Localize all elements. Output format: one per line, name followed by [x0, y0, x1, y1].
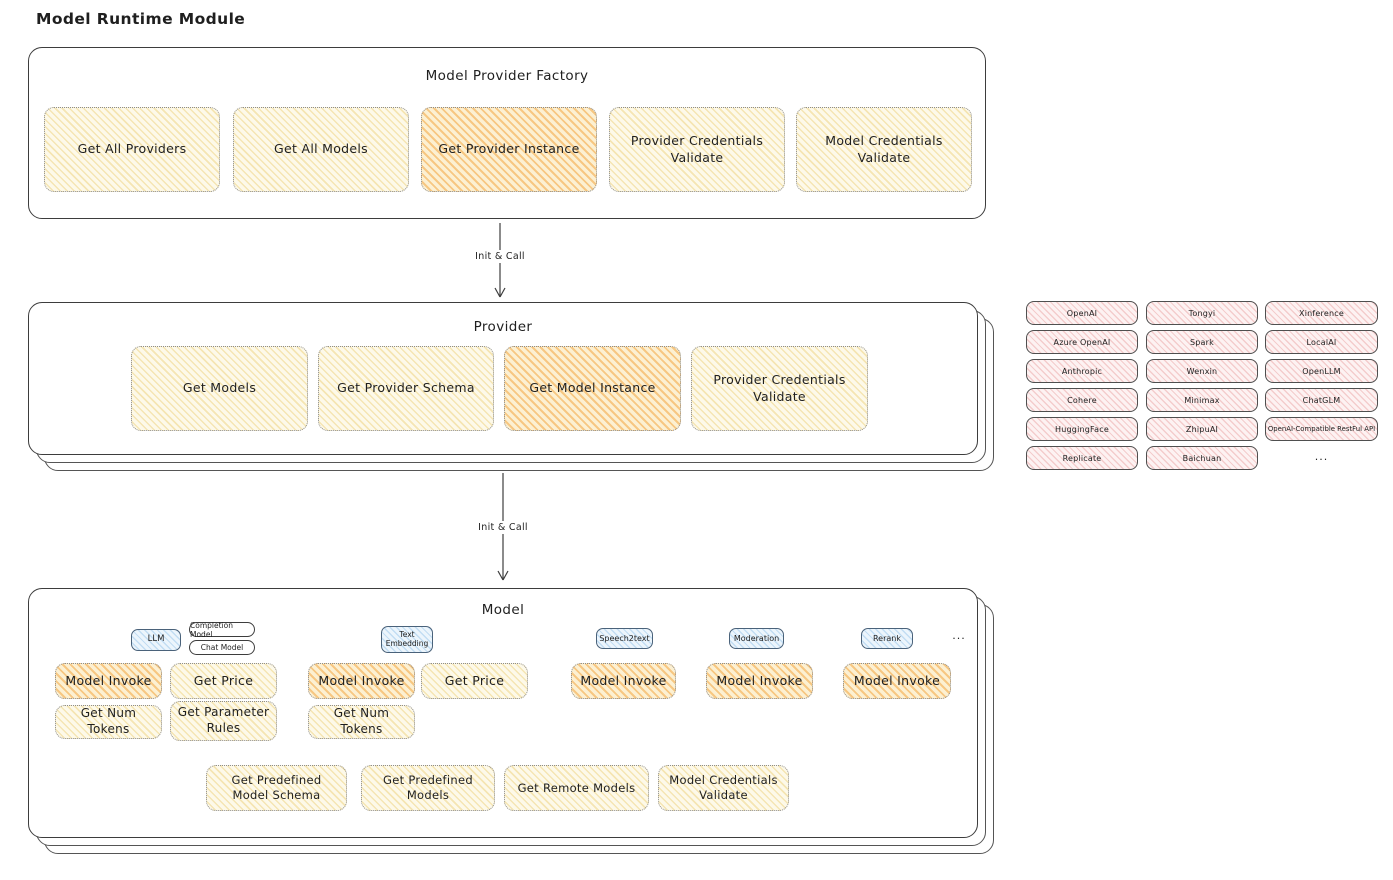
model-tag-llm: LLM: [131, 629, 181, 651]
provider-pill-openai-compatible: OpenAI-Compatible RestFul API: [1265, 417, 1378, 441]
model-button-model-invoke-text-embedding: Model Invoke: [308, 663, 415, 699]
provider-pill-spark: Spark: [1146, 330, 1258, 354]
provider-pill-chatglm: ChatGLM: [1265, 388, 1378, 412]
diagram-title: Model Runtime Module: [36, 10, 246, 28]
model-button-get-predefined-model-schema: Get Predefined Model Schema: [206, 765, 347, 811]
model-panel-title: Model: [481, 602, 525, 618]
provider-pill-xinference: Xinference: [1265, 301, 1378, 325]
model-button-get-num-tokens-llm: Get Num Tokens: [55, 705, 162, 739]
factory-button-model-credentials-validate: Model Credentials Validate: [796, 107, 972, 192]
model-button-get-price-text-embedding: Get Price: [421, 663, 528, 699]
model-button-model-invoke-llm: Model Invoke: [55, 663, 162, 699]
model-button-model-credentials-validate: Model Credentials Validate: [658, 765, 789, 811]
factory-button-provider-credentials-validate: Provider Credentials Validate: [609, 107, 785, 192]
model-tags-more: ...: [952, 629, 966, 642]
model-button-model-invoke-rerank: Model Invoke: [843, 663, 951, 699]
model-tag-rerank: Rerank: [861, 628, 913, 649]
arrow-label-init-call-1: Init & Call: [460, 250, 540, 263]
provider-pill-anthropic: Anthropic: [1026, 359, 1138, 383]
model-tag-moderation: Moderation: [729, 628, 784, 649]
provider-panel: Provider Get Models Get Provider Schema …: [28, 302, 978, 455]
provider-button-get-models: Get Models: [131, 346, 308, 431]
model-panel: Model LLM Completion Model Chat Model Te…: [28, 588, 978, 838]
provider-pill-baichuan: Baichuan: [1146, 446, 1258, 470]
provider-pill-openai: OpenAI: [1026, 301, 1138, 325]
factory-button-get-all-models: Get All Models: [233, 107, 409, 192]
model-button-get-remote-models: Get Remote Models: [504, 765, 649, 811]
model-tag-completion-model: Completion Model: [189, 621, 255, 639]
provider-pill-tongyi: Tongyi: [1146, 301, 1258, 325]
model-button-model-invoke-moderation: Model Invoke: [706, 663, 813, 699]
provider-pill-cohere: Cohere: [1026, 388, 1138, 412]
model-button-get-price-llm: Get Price: [170, 663, 277, 699]
provider-pill-wenxin: Wenxin: [1146, 359, 1258, 383]
provider-pill-minimax: Minimax: [1146, 388, 1258, 412]
factory-button-get-all-providers: Get All Providers: [44, 107, 220, 192]
provider-pill-azure-openai: Azure OpenAI: [1026, 330, 1138, 354]
factory-panel: Model Provider Factory Get All Providers…: [28, 47, 986, 219]
provider-list-more: ...: [1314, 450, 1329, 463]
provider-pill-openllm: OpenLLM: [1265, 359, 1378, 383]
provider-button-provider-credentials-validate: Provider Credentials Validate: [691, 346, 868, 431]
provider-button-get-model-instance: Get Model Instance: [504, 346, 681, 431]
model-tag-chat-model: Chat Model: [189, 640, 255, 655]
factory-panel-title: Model Provider Factory: [425, 68, 589, 84]
model-button-get-predefined-models: Get Predefined Models: [361, 765, 495, 811]
model-tag-text-embedding: Text Embedding: [381, 626, 433, 653]
provider-pill-zhipuai: ZhipuAI: [1146, 417, 1258, 441]
model-button-get-num-tokens-text-embedding: Get Num Tokens: [308, 705, 415, 739]
provider-button-get-provider-schema: Get Provider Schema: [318, 346, 494, 431]
model-tag-speech2text: Speech2text: [596, 628, 653, 649]
model-button-get-parameter-rules: Get Parameter Rules: [170, 701, 277, 741]
provider-pill-localai: LocalAI: [1265, 330, 1378, 354]
model-button-model-invoke-speech2text: Model Invoke: [571, 663, 676, 699]
factory-button-get-provider-instance: Get Provider Instance: [421, 107, 597, 192]
arrow-label-init-call-2: Init & Call: [463, 521, 543, 534]
provider-pill-huggingface: HuggingFace: [1026, 417, 1138, 441]
provider-panel-title: Provider: [473, 319, 533, 335]
provider-pill-replicate: Replicate: [1026, 446, 1138, 470]
